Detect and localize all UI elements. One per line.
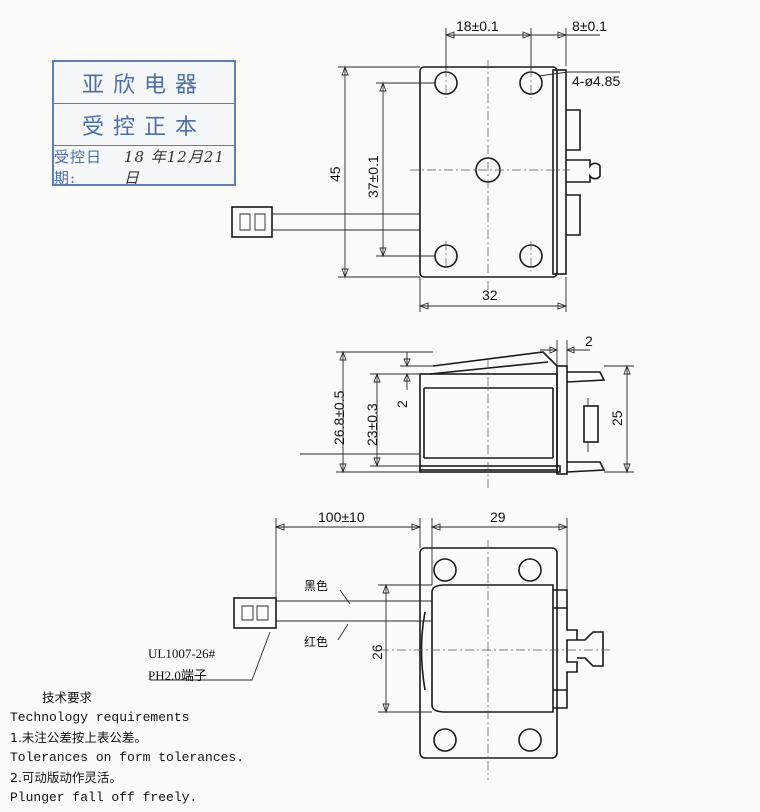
side-view-terminal — [583, 405, 599, 443]
dim-hole-vertical: 37±0.1 — [365, 155, 381, 198]
connector-spec: PH2.0端子 — [148, 668, 207, 683]
bottom-view-lead-wires — [276, 600, 432, 622]
dim-lead-length: 100±10 — [318, 509, 365, 525]
dim-gap: 2 — [394, 400, 410, 408]
notes-item1: 1.未注公差按上表公差。 — [10, 730, 147, 745]
top-view-side-flange — [552, 69, 567, 275]
bottom-view-winding — [420, 611, 426, 691]
notes-title: 技术要求 — [42, 690, 93, 705]
top-view-plunger — [566, 159, 601, 183]
side-view-lower-tab — [566, 461, 606, 473]
side-view-base-plate — [419, 465, 561, 473]
top-view: 18±0.1 8±0.1 4-ø4.85 45 37±0.1 32 — [231, 18, 620, 312]
side-view-upper-tab — [566, 371, 606, 383]
dim-height-bottom: 26 — [369, 644, 385, 660]
stamp-date-row: 受控日期: 18 年12月21日 — [54, 146, 234, 187]
dim-overall: 26.8±0.5 — [331, 390, 347, 445]
dim-hole-spacing: 18±0.1 — [456, 18, 499, 34]
bottom-view-plate — [419, 547, 558, 759]
dim-edge-offset: 8±0.1 — [572, 18, 607, 34]
notes-item1-en: Tolerances on form tolerances. — [10, 750, 245, 765]
side-view-coil-outline — [423, 387, 554, 459]
notes-item2-en: Plunger fall off freely. — [10, 790, 198, 805]
bottom-view-connector — [233, 597, 277, 629]
top-view-plate — [419, 66, 558, 278]
bottom-hole-2 — [518, 558, 542, 582]
side-view-armature — [429, 351, 558, 375]
dim-coil: 23±0.3 — [364, 403, 380, 446]
wire-red-label: 红色 — [304, 634, 328, 649]
dim-width: 32 — [482, 287, 498, 303]
bottom-view-coil — [431, 584, 554, 713]
notes-item2: 2.可动版动作灵活。 — [10, 770, 122, 785]
stamp-company: 亚欣电器 — [54, 62, 234, 104]
dim-height: 45 — [327, 166, 343, 182]
bottom-view-plunger — [566, 608, 604, 690]
side-view: 2 26.8±0.5 23±0.3 2 25 — [300, 333, 634, 488]
stamp-status: 受控正本 — [54, 104, 234, 146]
control-stamp: 亚欣电器 受控正本 受控日期: 18 年12月21日 — [52, 60, 236, 187]
dim-body-width: 29 — [490, 509, 506, 525]
top-view-connector — [231, 206, 273, 238]
side-view-frame — [556, 365, 568, 475]
bottom-view: 黑色 红色 UL1007-26# PH2.0端子 100±10 29 26 — [148, 509, 610, 780]
dim-plate: 2 — [585, 333, 593, 349]
stamp-date-value: 18 年12月21日 — [123, 147, 225, 187]
technical-notes: 技术要求 Technology requirements 1.未注公差按上表公差… — [10, 688, 340, 808]
wire-black-label: 黑色 — [304, 579, 328, 593]
dim-right: 25 — [609, 410, 625, 426]
notes-title-en: Technology requirements — [10, 710, 190, 725]
top-view-lead-wire — [272, 213, 420, 231]
dim-holes: 4-ø4.85 — [572, 73, 620, 89]
bottom-hole-1 — [433, 558, 457, 582]
top-view-tabs — [566, 109, 581, 236]
stamp-date-label: 受控日期: — [54, 147, 103, 187]
cable-spec: UL1007-26# — [148, 646, 216, 661]
bottom-hole-4 — [518, 728, 542, 752]
bottom-hole-3 — [433, 728, 457, 752]
bottom-view-flanges — [553, 589, 568, 709]
